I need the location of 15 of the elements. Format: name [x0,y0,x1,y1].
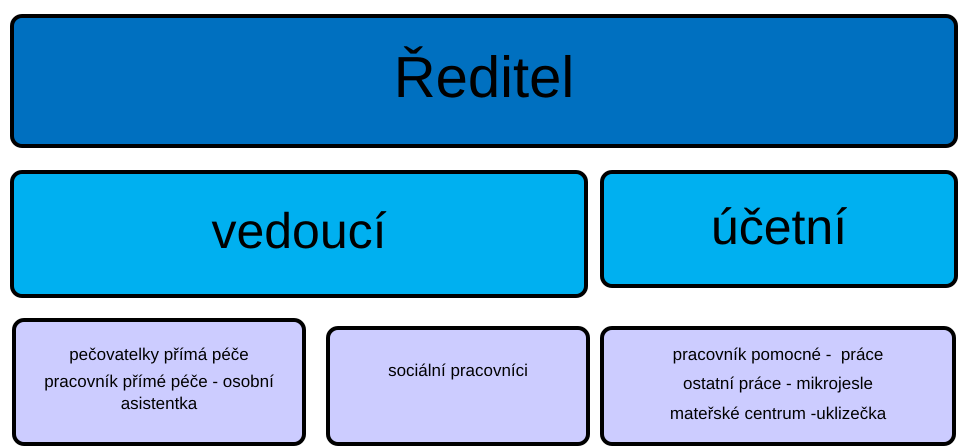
manager-box [600,170,958,288]
manager-label: účetní [710,200,848,255]
staff-label: pracovník přímé péče - osobní asistentka [43,371,275,414]
staff-box [12,318,306,446]
staff-label: sociální pracovníci [388,360,528,382]
staff-box [600,326,956,446]
staff-label: ostatní práce - mikrojesle [683,373,873,394]
manager-label: vedoucí [211,204,387,259]
manager-box [10,170,588,298]
staff-box [326,326,590,446]
director-box [10,14,958,148]
staff-label: pečovatelky přímá péče [69,344,249,366]
director-label: Ředitel [394,46,574,110]
staff-label: mateřské centrum -uklizečka [670,402,886,424]
staff-label: pracovník pomocné - práce [672,344,884,366]
